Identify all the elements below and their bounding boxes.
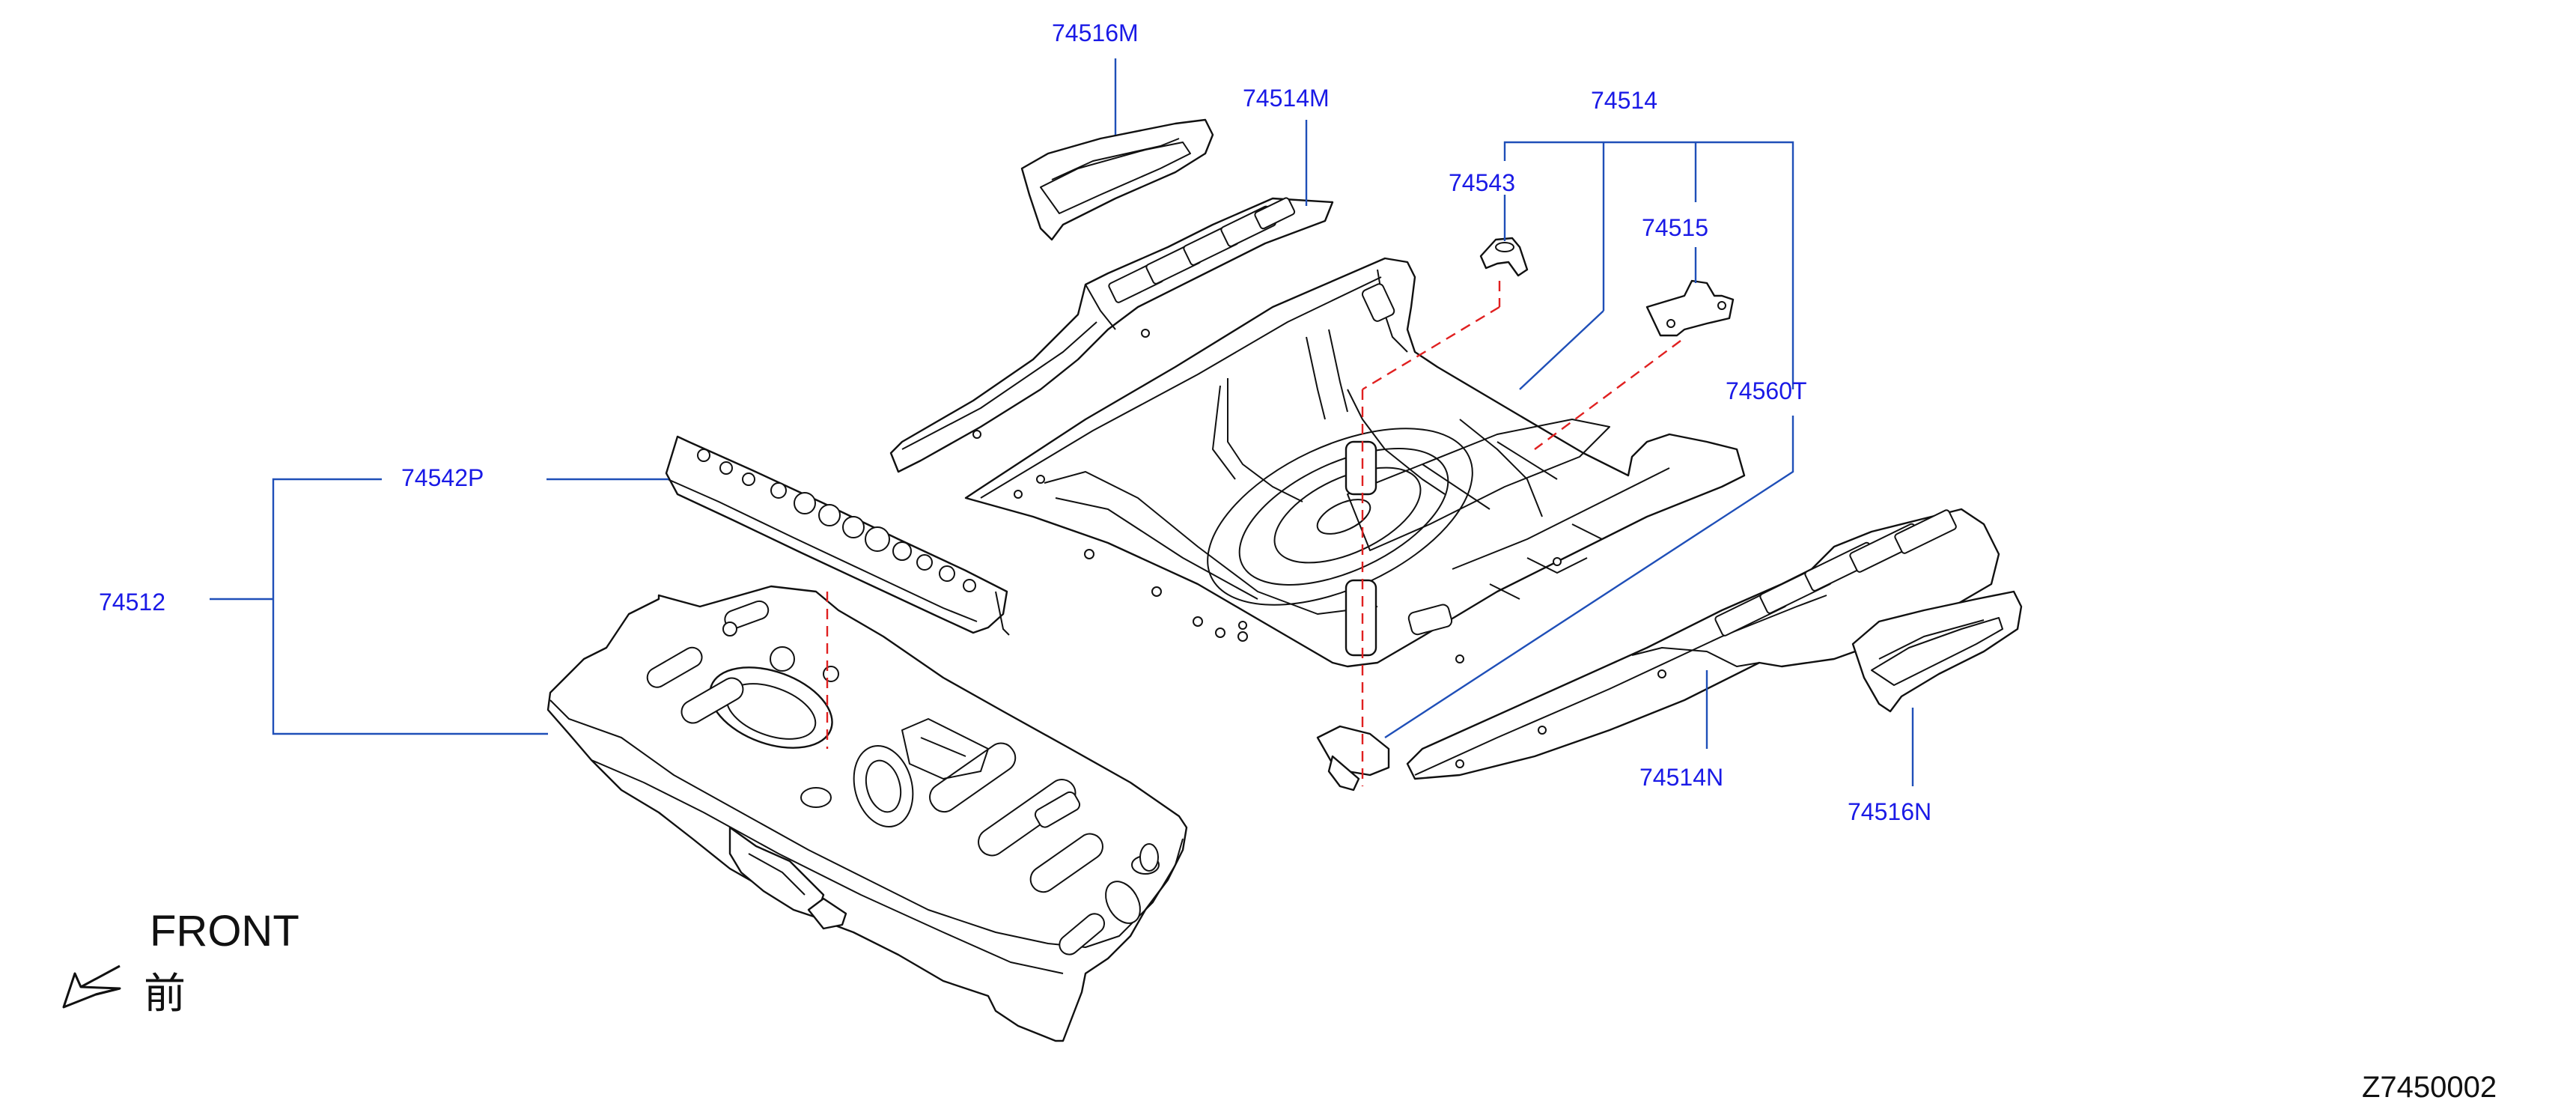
label-74514[interactable]: 74514 — [1591, 87, 1657, 114]
label-74512[interactable]: 74512 — [99, 589, 165, 616]
front-arrow-icon — [62, 964, 121, 1009]
label-74515[interactable]: 74515 — [1642, 214, 1708, 241]
drawing-code: Z7450002 — [2362, 1071, 2497, 1104]
bracket-74543 — [1479, 237, 1529, 277]
rear-corner-74516M — [1020, 118, 1214, 241]
label-74560T[interactable]: 74560T — [1726, 377, 1807, 404]
rear-floor-panel-74512 — [546, 585, 1188, 1042]
label-74543[interactable]: 74543 — [1449, 169, 1515, 196]
label-74516N[interactable]: 74516N — [1848, 798, 1932, 825]
label-74514M[interactable]: 74514M — [1243, 85, 1330, 112]
label-74542P[interactable]: 74542P — [401, 464, 484, 491]
label-74514N[interactable]: 74514N — [1639, 764, 1724, 791]
bracket-74515 — [1645, 279, 1735, 337]
label-74516M[interactable]: 74516M — [1052, 19, 1139, 46]
rear-corner-74516N — [1851, 590, 2023, 713]
front-label: FRONT — [150, 907, 299, 956]
alignment-lines — [826, 281, 1681, 786]
front-kanji-label: 前 — [144, 970, 186, 1018]
floor-panel-74514 — [964, 257, 1746, 668]
side-member-74514M — [889, 197, 1334, 473]
leader-lines — [210, 58, 1914, 786]
crossmember-74542P — [665, 435, 1010, 636]
side-member-74514N — [1316, 508, 2000, 792]
